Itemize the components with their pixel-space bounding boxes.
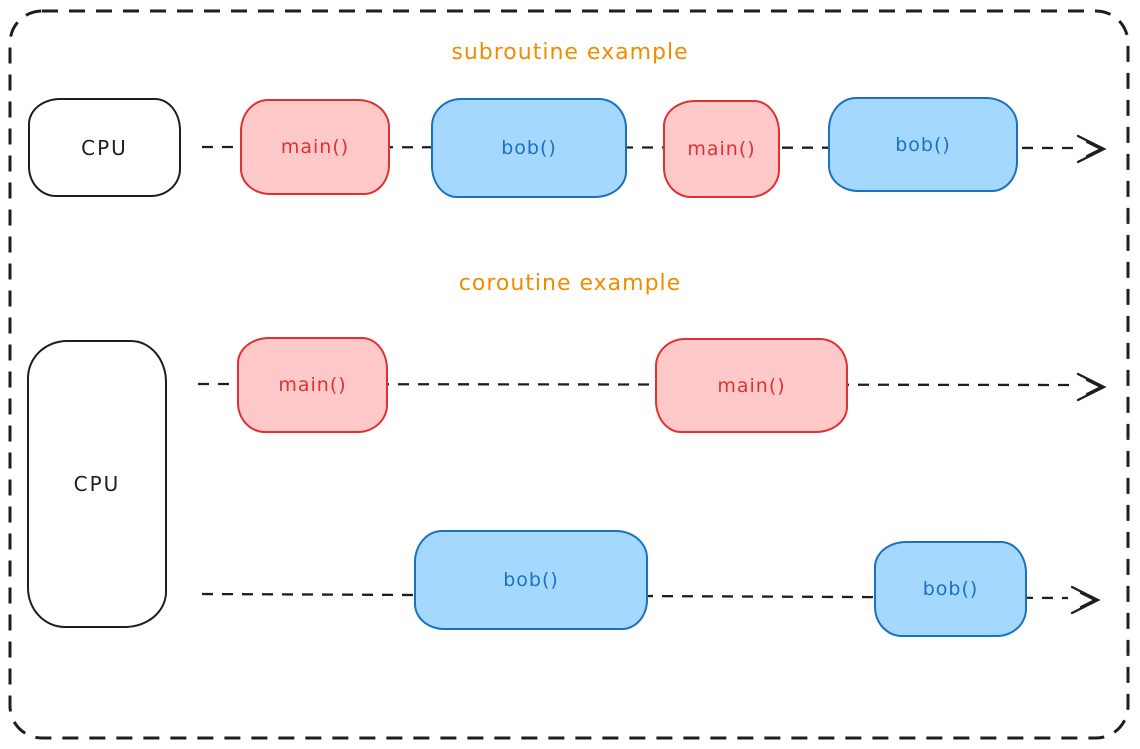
coroutine-section-title: coroutine example bbox=[458, 271, 682, 296]
bob-box-coroutine-2: bob() bbox=[874, 541, 1027, 637]
main-box-coroutine-2: main() bbox=[655, 338, 848, 433]
node-label: main() bbox=[687, 138, 756, 160]
main-box-subroutine-1: main() bbox=[240, 99, 390, 195]
arrow-right-icon bbox=[1076, 372, 1107, 402]
bob-box-subroutine-1: bob() bbox=[431, 98, 627, 198]
bob-box-coroutine-1: bob() bbox=[414, 530, 648, 630]
outer-dashed-border bbox=[8, 9, 1130, 740]
node-label: main() bbox=[717, 374, 786, 397]
node-label: bob() bbox=[501, 137, 557, 159]
main-box-coroutine-1: main() bbox=[237, 337, 388, 433]
cpu-box-coroutine: CPU bbox=[27, 340, 167, 628]
cpu-box-subroutine: CPU bbox=[28, 98, 181, 197]
node-label: bob() bbox=[895, 133, 951, 156]
arrow-right-icon bbox=[1076, 134, 1107, 164]
main-box-subroutine-2: main() bbox=[663, 100, 780, 198]
node-label: CPU bbox=[81, 135, 128, 160]
node-label: main() bbox=[278, 374, 347, 396]
subroutine-section-title: subroutine example bbox=[451, 40, 689, 65]
node-label: bob() bbox=[922, 578, 979, 600]
node-label: CPU bbox=[73, 472, 121, 496]
arrow-right-icon bbox=[1070, 585, 1101, 615]
node-label: main() bbox=[280, 136, 350, 158]
bob-box-subroutine-2: bob() bbox=[828, 97, 1018, 192]
node-label: bob() bbox=[503, 569, 559, 591]
